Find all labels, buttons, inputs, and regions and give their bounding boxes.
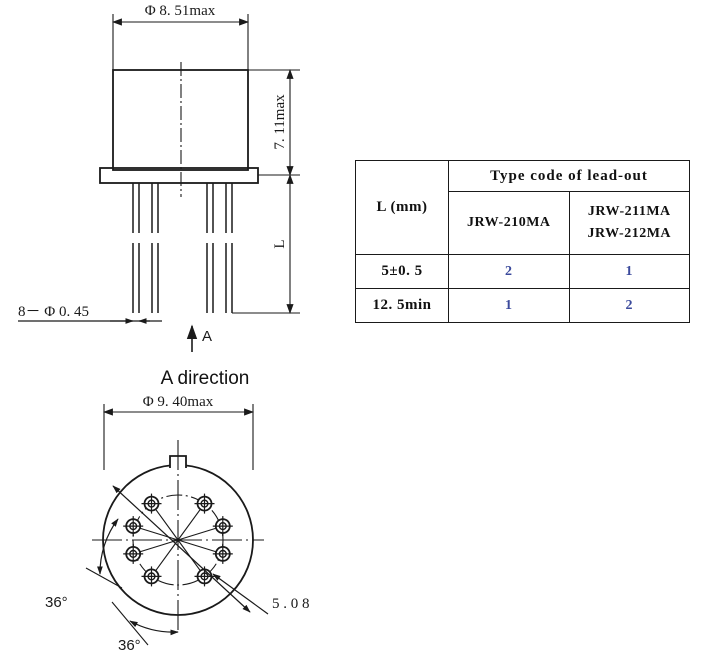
bottom-view-caption: A direction <box>161 368 250 389</box>
row-value: 2 <box>568 288 690 323</box>
angle-arc-2-leader <box>111 601 149 646</box>
angle-arc-1 <box>97 518 119 575</box>
type-code-line: JRW-211MA <box>587 204 671 220</box>
angle-label-1: 36° <box>45 594 68 611</box>
pin-hole <box>123 543 144 564</box>
side-view: Φ 8. 51max <box>18 3 300 352</box>
row-label: 5±0. 5 <box>355 254 449 289</box>
table-group-header: Type code of lead-out <box>448 160 690 192</box>
pin-hole <box>123 516 144 537</box>
row-label: 12. 5min <box>355 288 449 323</box>
row-value: 1 <box>448 288 570 323</box>
pin-hole <box>141 493 162 514</box>
lead-pins-side <box>132 183 233 313</box>
angle-reference-diagonal <box>112 485 251 613</box>
bottom-view: Φ 9. 40max <box>45 394 310 654</box>
side-view-width-dimension-label: Φ 8. 51max <box>145 3 216 19</box>
pin-hole <box>212 516 233 537</box>
table-header-row-1: L (mm) Type code of lead-out <box>355 160 690 255</box>
row-value: 2 <box>448 254 570 289</box>
section-arrow-a-label: A <box>202 328 212 345</box>
type-code-line: JRW-212MA <box>587 226 672 241</box>
pin-hole <box>212 543 233 564</box>
angle-label-2: 36° <box>118 637 141 654</box>
bottom-view-diameter-label: Φ 9. 40max <box>143 394 214 410</box>
table-row: 12. 5min 1 2 <box>355 288 690 323</box>
side-view-height-dimension-label: 7. 11max <box>272 94 288 150</box>
angle-arc-1-leader <box>85 567 123 589</box>
pin-hole <box>194 493 215 514</box>
table-column-header-2: JRW-211MA JRW-212MA <box>568 191 690 255</box>
row-value: 1 <box>568 254 690 289</box>
pitch-circle-leader <box>212 573 269 615</box>
lead-diameter-note: 8－ Φ 0. 45 <box>18 304 89 320</box>
table-row: 5±0. 5 2 1 <box>355 254 690 289</box>
lead-out-type-table: L (mm) Type code of lead-out JRW-210MA J… <box>355 160 690 323</box>
table-column-header-1: JRW-210MA <box>448 191 570 255</box>
angle-arc-2 <box>129 620 179 636</box>
type-code-line: JRW-210MA <box>466 215 551 231</box>
side-view-lead-length-label: L <box>272 239 288 248</box>
table-corner-header: L (mm) <box>355 160 449 255</box>
pitch-circle-label: 5 . 0 8 <box>272 596 310 612</box>
